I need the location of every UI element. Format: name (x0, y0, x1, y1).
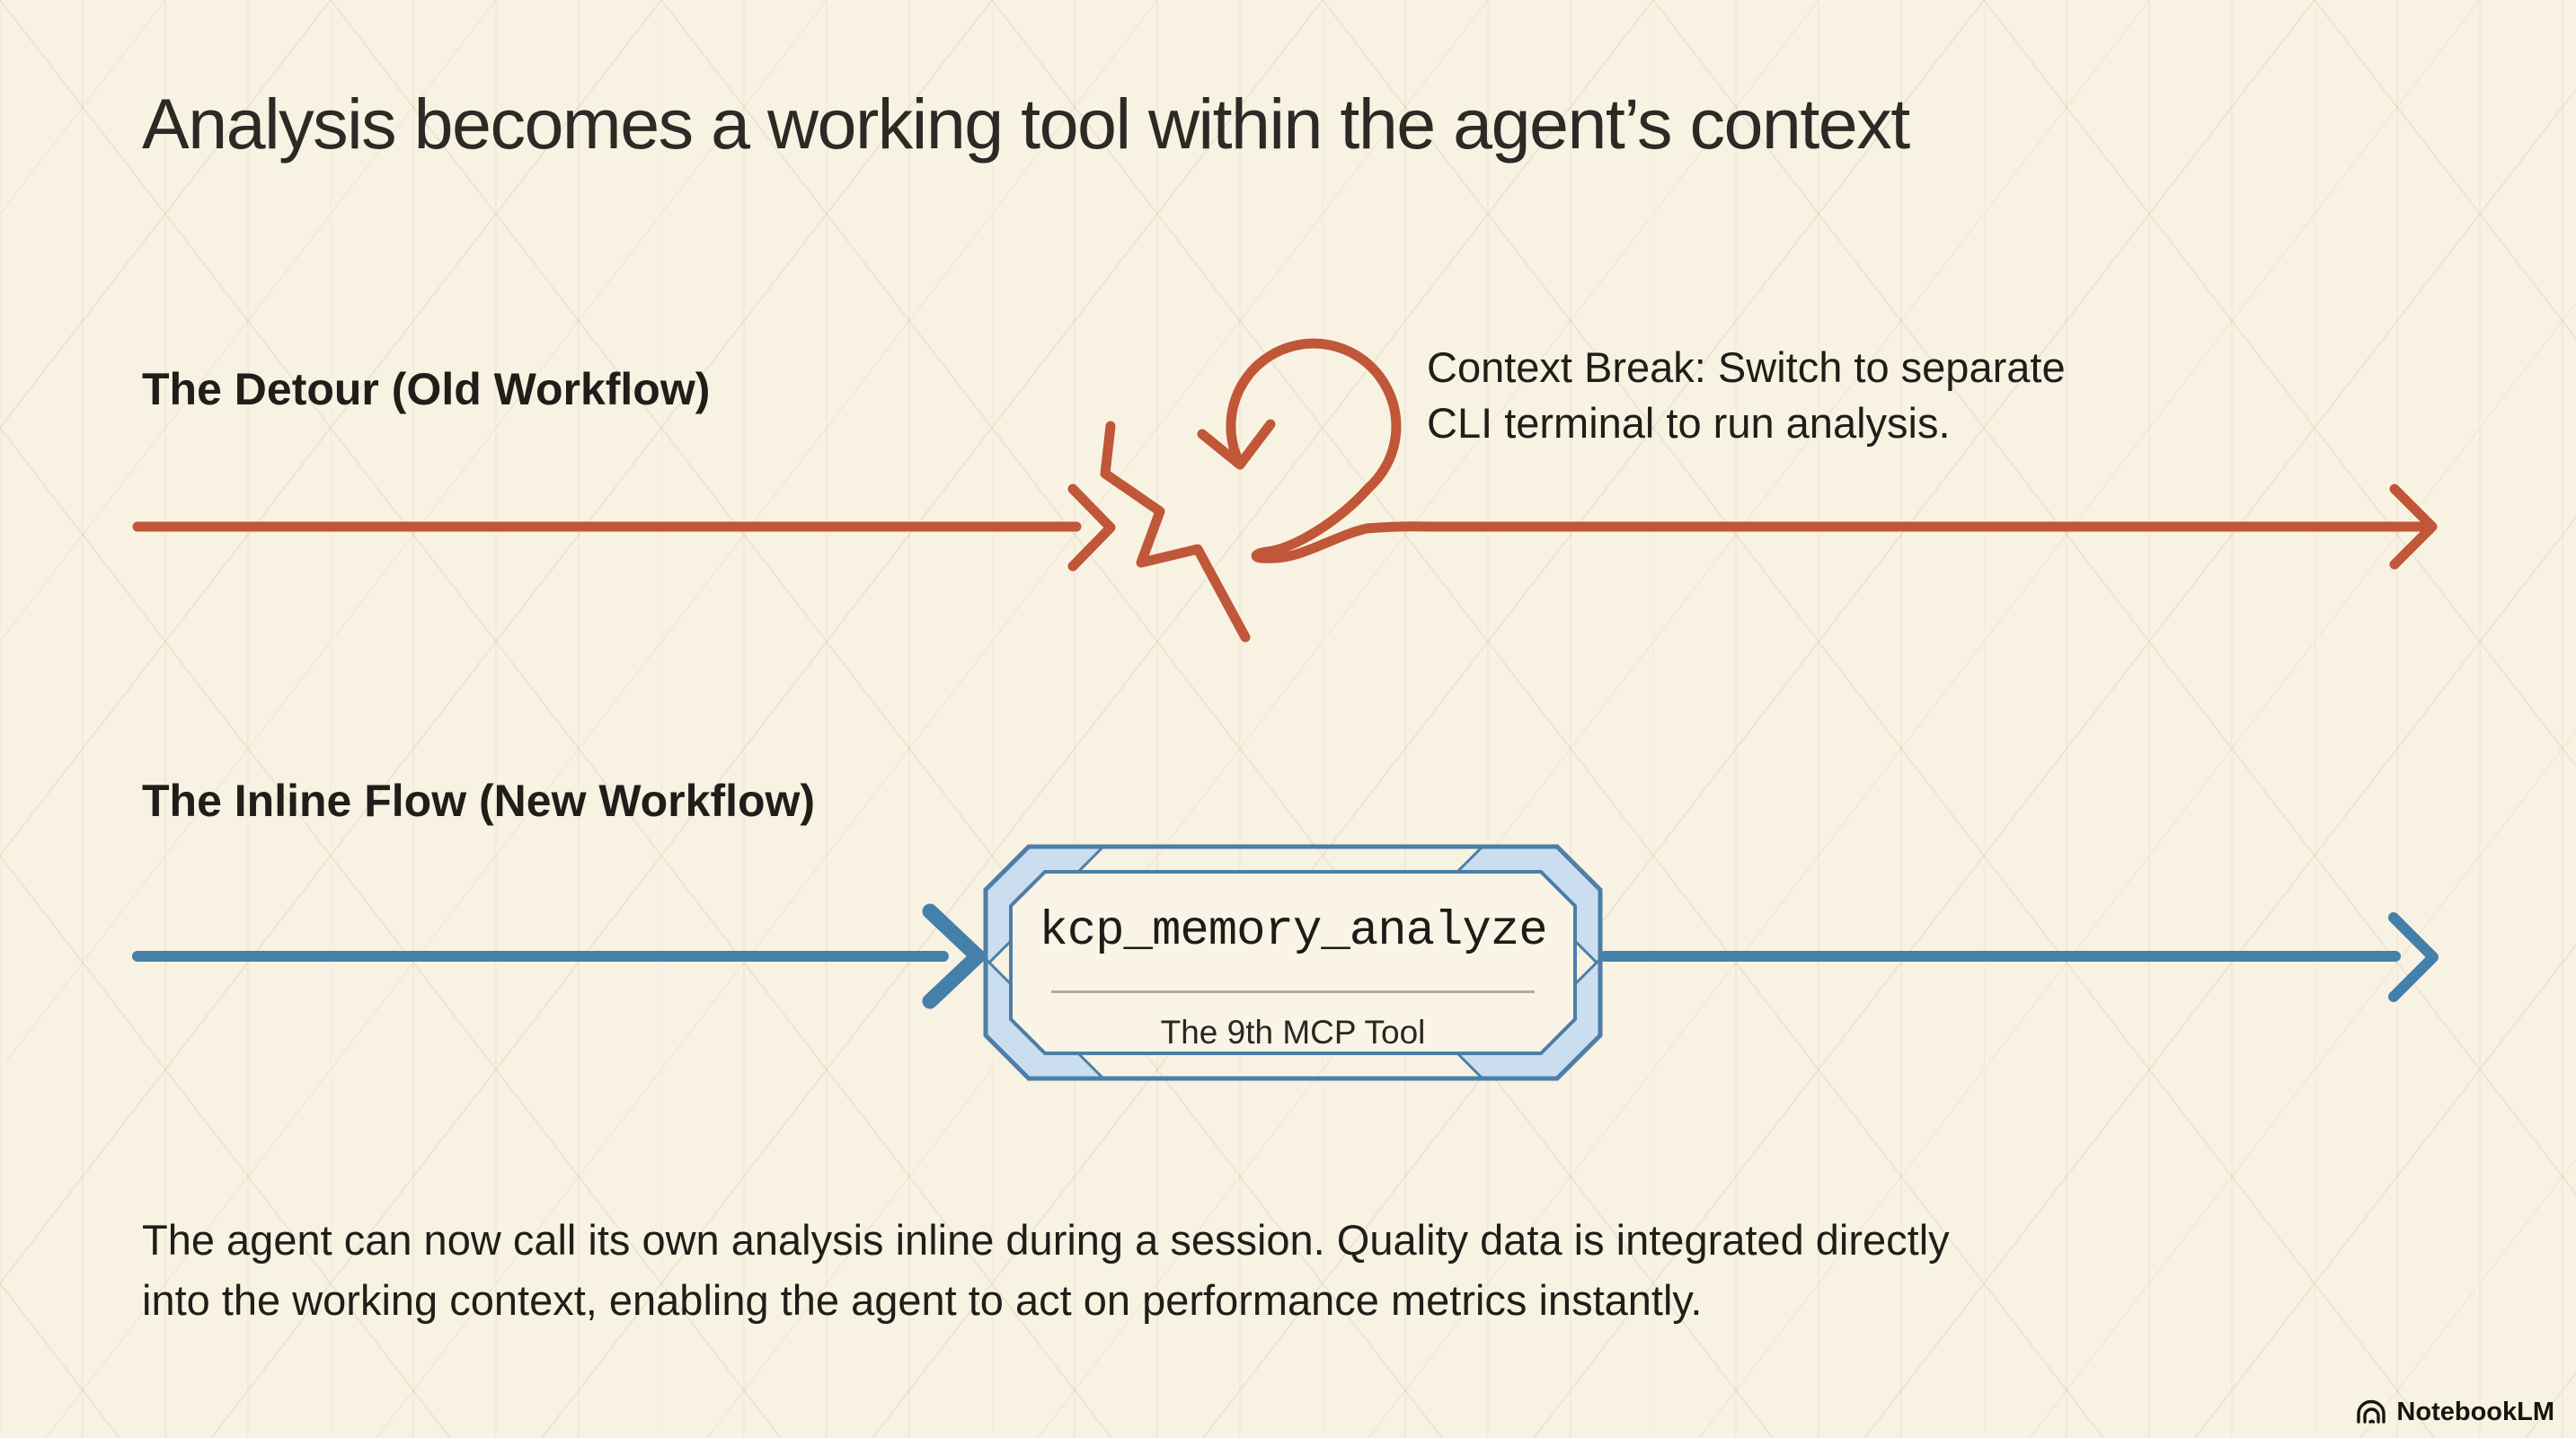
watermark-label: NotebookLM (2396, 1398, 2554, 1426)
frame-inner-octagon (1009, 870, 1577, 1055)
new-workflow-label: The Inline Flow (New Workflow) (142, 776, 816, 826)
loop-back-arrow-icon (1226, 338, 2431, 564)
old-flow-mid-arrowhead-icon (1067, 484, 1116, 572)
notebooklm-logo-icon (2357, 1399, 2386, 1424)
new-flow-entry-arrowhead-icon (922, 903, 986, 1009)
old-flow-end-arrowhead-icon (2389, 484, 2438, 570)
old-workflow-flow (132, 338, 2438, 643)
old-workflow-label: The Detour (Old Workflow) (142, 364, 711, 414)
tool-box-divider (1051, 990, 1535, 993)
frame-outer-octagon (983, 844, 1603, 1081)
tool-subtitle: The 9th MCP Tool (1160, 1014, 1426, 1051)
loop-arrowhead-icon (1197, 419, 1276, 470)
tool-name-code: kcp_memory_analyze (1039, 904, 1547, 959)
new-workflow-flow (132, 903, 2439, 1009)
tool-box-frame (983, 844, 1603, 1081)
watermark: NotebookLM (2355, 1398, 2554, 1427)
page-title: Analysis becomes a working tool within t… (142, 84, 1910, 164)
new-flow-end-arrowhead-icon (2388, 912, 2439, 1002)
summary-paragraph: The agent can now call its own analysis … (142, 1216, 1950, 1325)
context-break-annotation: Context Break: Switch to separate CLI te… (1427, 343, 2066, 448)
context-break-icon (1100, 421, 1251, 643)
